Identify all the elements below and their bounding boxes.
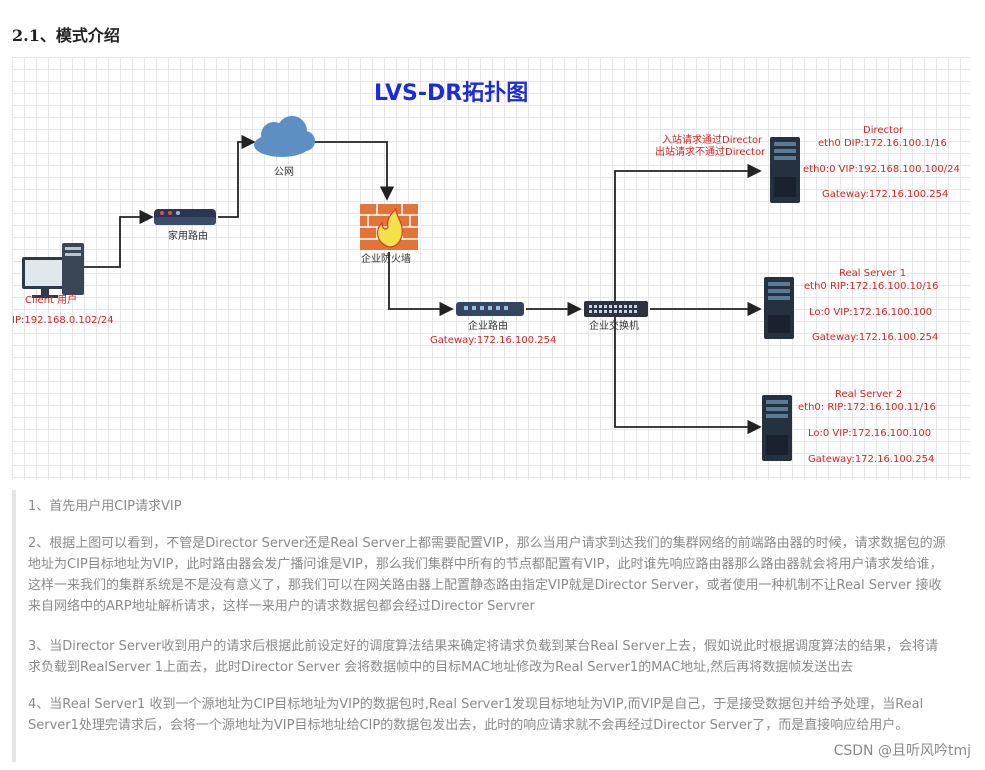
corp-router-gateway-label: Gateway:172.16.100.254 [430,335,557,346]
director-gateway-label: Gateway:172.16.100.254 [822,189,949,200]
internet-label: 公网 [274,167,294,178]
link-firewall-corprouter [388,252,454,317]
client-ip-label: IP:192.168.0.102/24 [12,315,114,326]
rs2-name-label: Real Server 2 [835,389,903,400]
switch-label: 企业交换机 [589,321,639,332]
diagram-title: LVS-DR拓扑图 [374,81,529,106]
real-server-2-icon [762,395,792,461]
link-switch-director [614,163,762,301]
switch-icon [584,301,648,317]
paragraph-3: 3、当Director Server收到用户的请求后根据此前设定好的调度算法结果… [28,639,939,675]
home-router-label: 家用路由 [168,231,208,242]
director-eth00-label: eth0:0 VIP:192.168.100.100/24 [803,164,960,175]
paragraph-2: 2、根据上图可以看到，不管是Director Server还是Real Serv… [28,536,946,614]
home-router-icon [154,209,216,225]
corp-router-label: 企业路由 [468,321,508,332]
link-internet-firewall [312,141,395,201]
rs1-name-label: Real Server 1 [839,268,907,279]
lvs-dr-topology-diagram: LVS-DR拓扑图 Client 用户 IP:192.168.0.102/24 … [12,57,970,480]
section-title: 2.1、模式介绍 [12,26,120,45]
rs1-gateway-label: Gateway:172.16.100.254 [812,332,939,343]
firewall-label: 企业防火墙 [361,254,411,265]
director-note-inbound: 入站请求通过Director [662,135,763,146]
connections [76,134,762,435]
paragraph-1: 1、首先用户用CIP请求VIP [28,499,182,514]
link-switch-rs2 [614,317,762,435]
client-name-label: Client 用户 [25,295,78,306]
client-pc-icon [22,243,84,298]
rs1-lo-label: Lo:0 VIP:172.16.100.100 [809,307,933,318]
director-eth0-label: eth0 DIP:172.16.100.1/16 [818,138,947,149]
director-note-outbound: 出站请求不通过Director [655,147,766,158]
rs2-eth0-label: eth0: RIP:172.16.100.11/16 [798,402,936,413]
director-name-label: Director [863,125,904,136]
rs2-lo-label: Lo:0 VIP:172.16.100.100 [808,428,932,439]
csdn-watermark: CSDN @且听风吟tmj [833,743,971,759]
director-server-icon [770,137,800,203]
explanation-blockquote: 1、首先用户用CIP请求VIP 2、根据上图可以看到，不管是Director S… [12,490,974,762]
rs2-gateway-label: Gateway:172.16.100.254 [808,454,935,465]
corp-router-icon [456,302,524,316]
real-server-1-icon [764,277,794,339]
paragraph-4: 4、当Real Server1 收到一个源地址为CIP目标地址为VIP的数据包时… [28,697,924,733]
link-homerouter-internet [218,134,256,218]
topology-svg [22,116,800,461]
internet-cloud-icon [254,116,315,157]
link-client-homerouter [76,209,154,268]
firewall-icon [360,204,418,250]
rs1-eth0-label: eth0 RIP:172.16.100.10/16 [804,281,939,292]
